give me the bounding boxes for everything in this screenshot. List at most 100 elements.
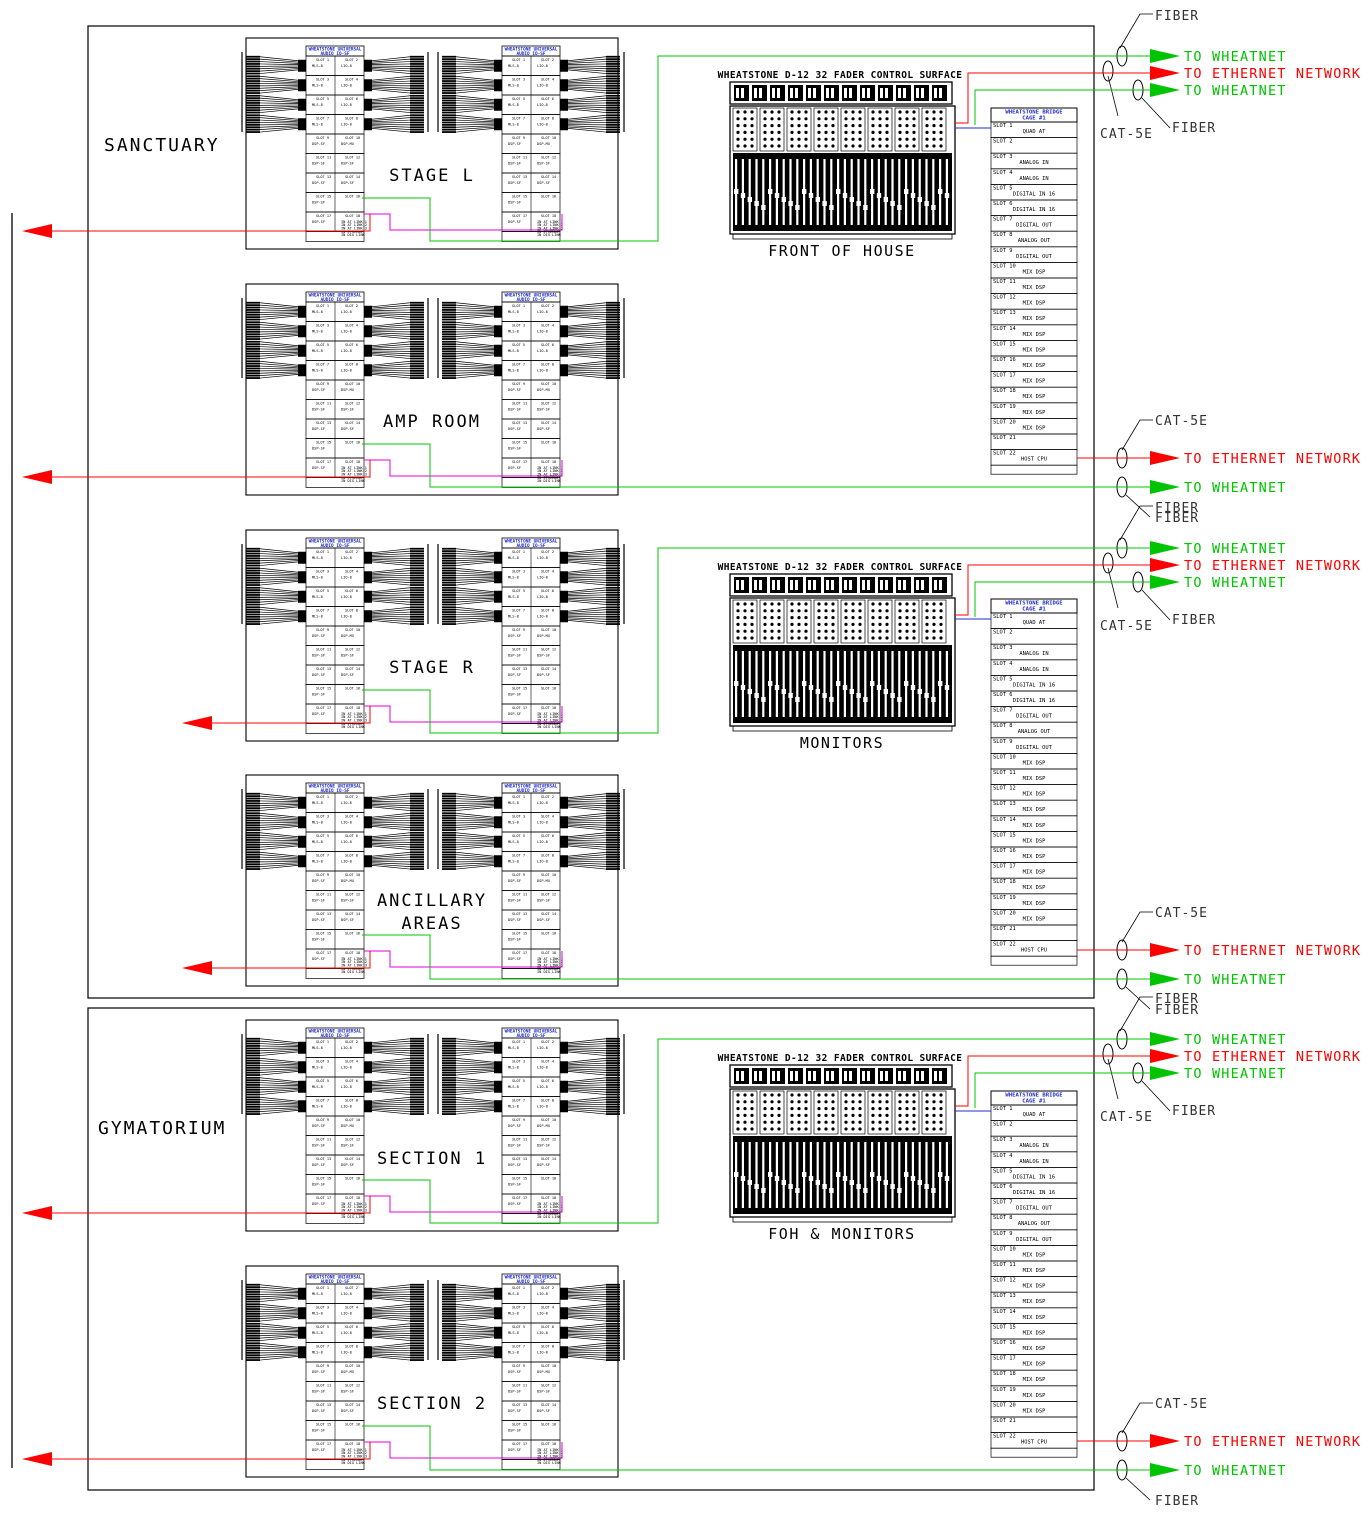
cable [455,1342,495,1348]
slot-label: SLOT 10 [541,628,556,632]
slot-label: SLOT 16 [541,195,556,199]
connector [246,1305,260,1308]
area-frame [245,529,619,742]
cable [455,332,495,335]
card-label: DSP-SF [312,1448,325,1452]
fan-out-right [364,1076,424,1096]
fan-out-right [560,321,620,340]
fader-cap [904,189,909,194]
cable [567,315,607,320]
card-label: IN AT LINK 1 [537,466,563,470]
connector [410,812,424,815]
connector [410,1108,424,1111]
connector [246,848,260,851]
cable [567,1099,607,1103]
fader-cap [734,1172,739,1177]
knob [736,636,740,640]
connector [442,1103,456,1106]
cable [371,89,411,94]
connector [410,369,424,372]
connector [410,1052,424,1055]
connector [606,1088,620,1091]
dest-arrow [1150,575,1180,589]
connector [606,797,620,800]
card-label: LIO-8 [537,349,548,353]
knob [736,1120,740,1124]
cable [371,859,411,861]
fader-cap [788,1184,793,1189]
fan-out-right [364,851,424,870]
cable [371,865,411,870]
connector [410,1288,424,1291]
connector [246,623,260,625]
cable [567,550,607,555]
connector [442,1310,456,1313]
connector [246,836,260,839]
connector [442,618,456,621]
cable [455,1335,495,1339]
knob [851,636,855,640]
plug [298,79,306,92]
cable [455,1069,495,1073]
fader-slot [918,651,921,717]
cable [371,832,411,838]
knob [763,137,767,141]
fader-cap [774,1176,780,1181]
cable [259,1350,299,1352]
plug [298,305,306,318]
card-label: MLS-8 [508,349,519,353]
fader-cap [808,193,814,198]
knob [804,144,808,148]
knob [939,110,943,114]
ethernet-wire [202,706,371,724]
slot-label: SLOT 16 [541,932,556,936]
connector [442,1042,456,1045]
cable [259,1104,299,1106]
connector [606,581,620,584]
connector [442,608,456,611]
cable [455,122,495,124]
knob [824,144,828,148]
fader-cap [768,1172,773,1177]
cable [371,95,411,101]
bridge-card-label: QUAD AT [1023,1112,1046,1118]
cable [455,1294,495,1298]
slot-label: SLOT 9 [512,136,525,140]
card-label: IN AT LINK 3 [341,226,367,230]
connector [606,306,620,309]
slot-label: SLOT 12 [345,156,360,160]
slot-label: SLOT 10 [541,1118,556,1122]
knob [871,602,875,606]
knob [871,1093,875,1097]
cable [455,572,495,576]
connector [442,1064,456,1067]
connector [246,104,260,107]
connector [410,579,424,582]
dest-arrow [1150,480,1180,494]
cable [567,95,607,101]
card-label: LIO-8 [537,103,548,107]
connector [410,338,424,340]
to-wheatnet: TO WHEATNET [1150,1066,1285,1082]
knob [770,609,774,613]
card-label: MLS-8 [312,310,323,314]
knob [750,1127,754,1131]
card-label: DSP-SF [508,220,521,224]
cable [455,862,495,865]
connector [410,589,424,592]
knob [851,1107,855,1111]
connector [442,555,456,557]
cable [259,368,299,370]
card-label: DSP-MX [537,634,551,638]
cable [455,1107,495,1110]
dest-arrow [1150,972,1180,986]
slot-label: SLOT 8 [345,1099,358,1103]
knob [939,1127,943,1131]
connector [442,564,456,567]
card-label: LIO-8 [341,123,352,127]
slot-label: SLOT 9 [512,1364,525,1368]
knob [925,602,929,606]
knob [797,622,801,627]
callout-line [1141,97,1171,129]
